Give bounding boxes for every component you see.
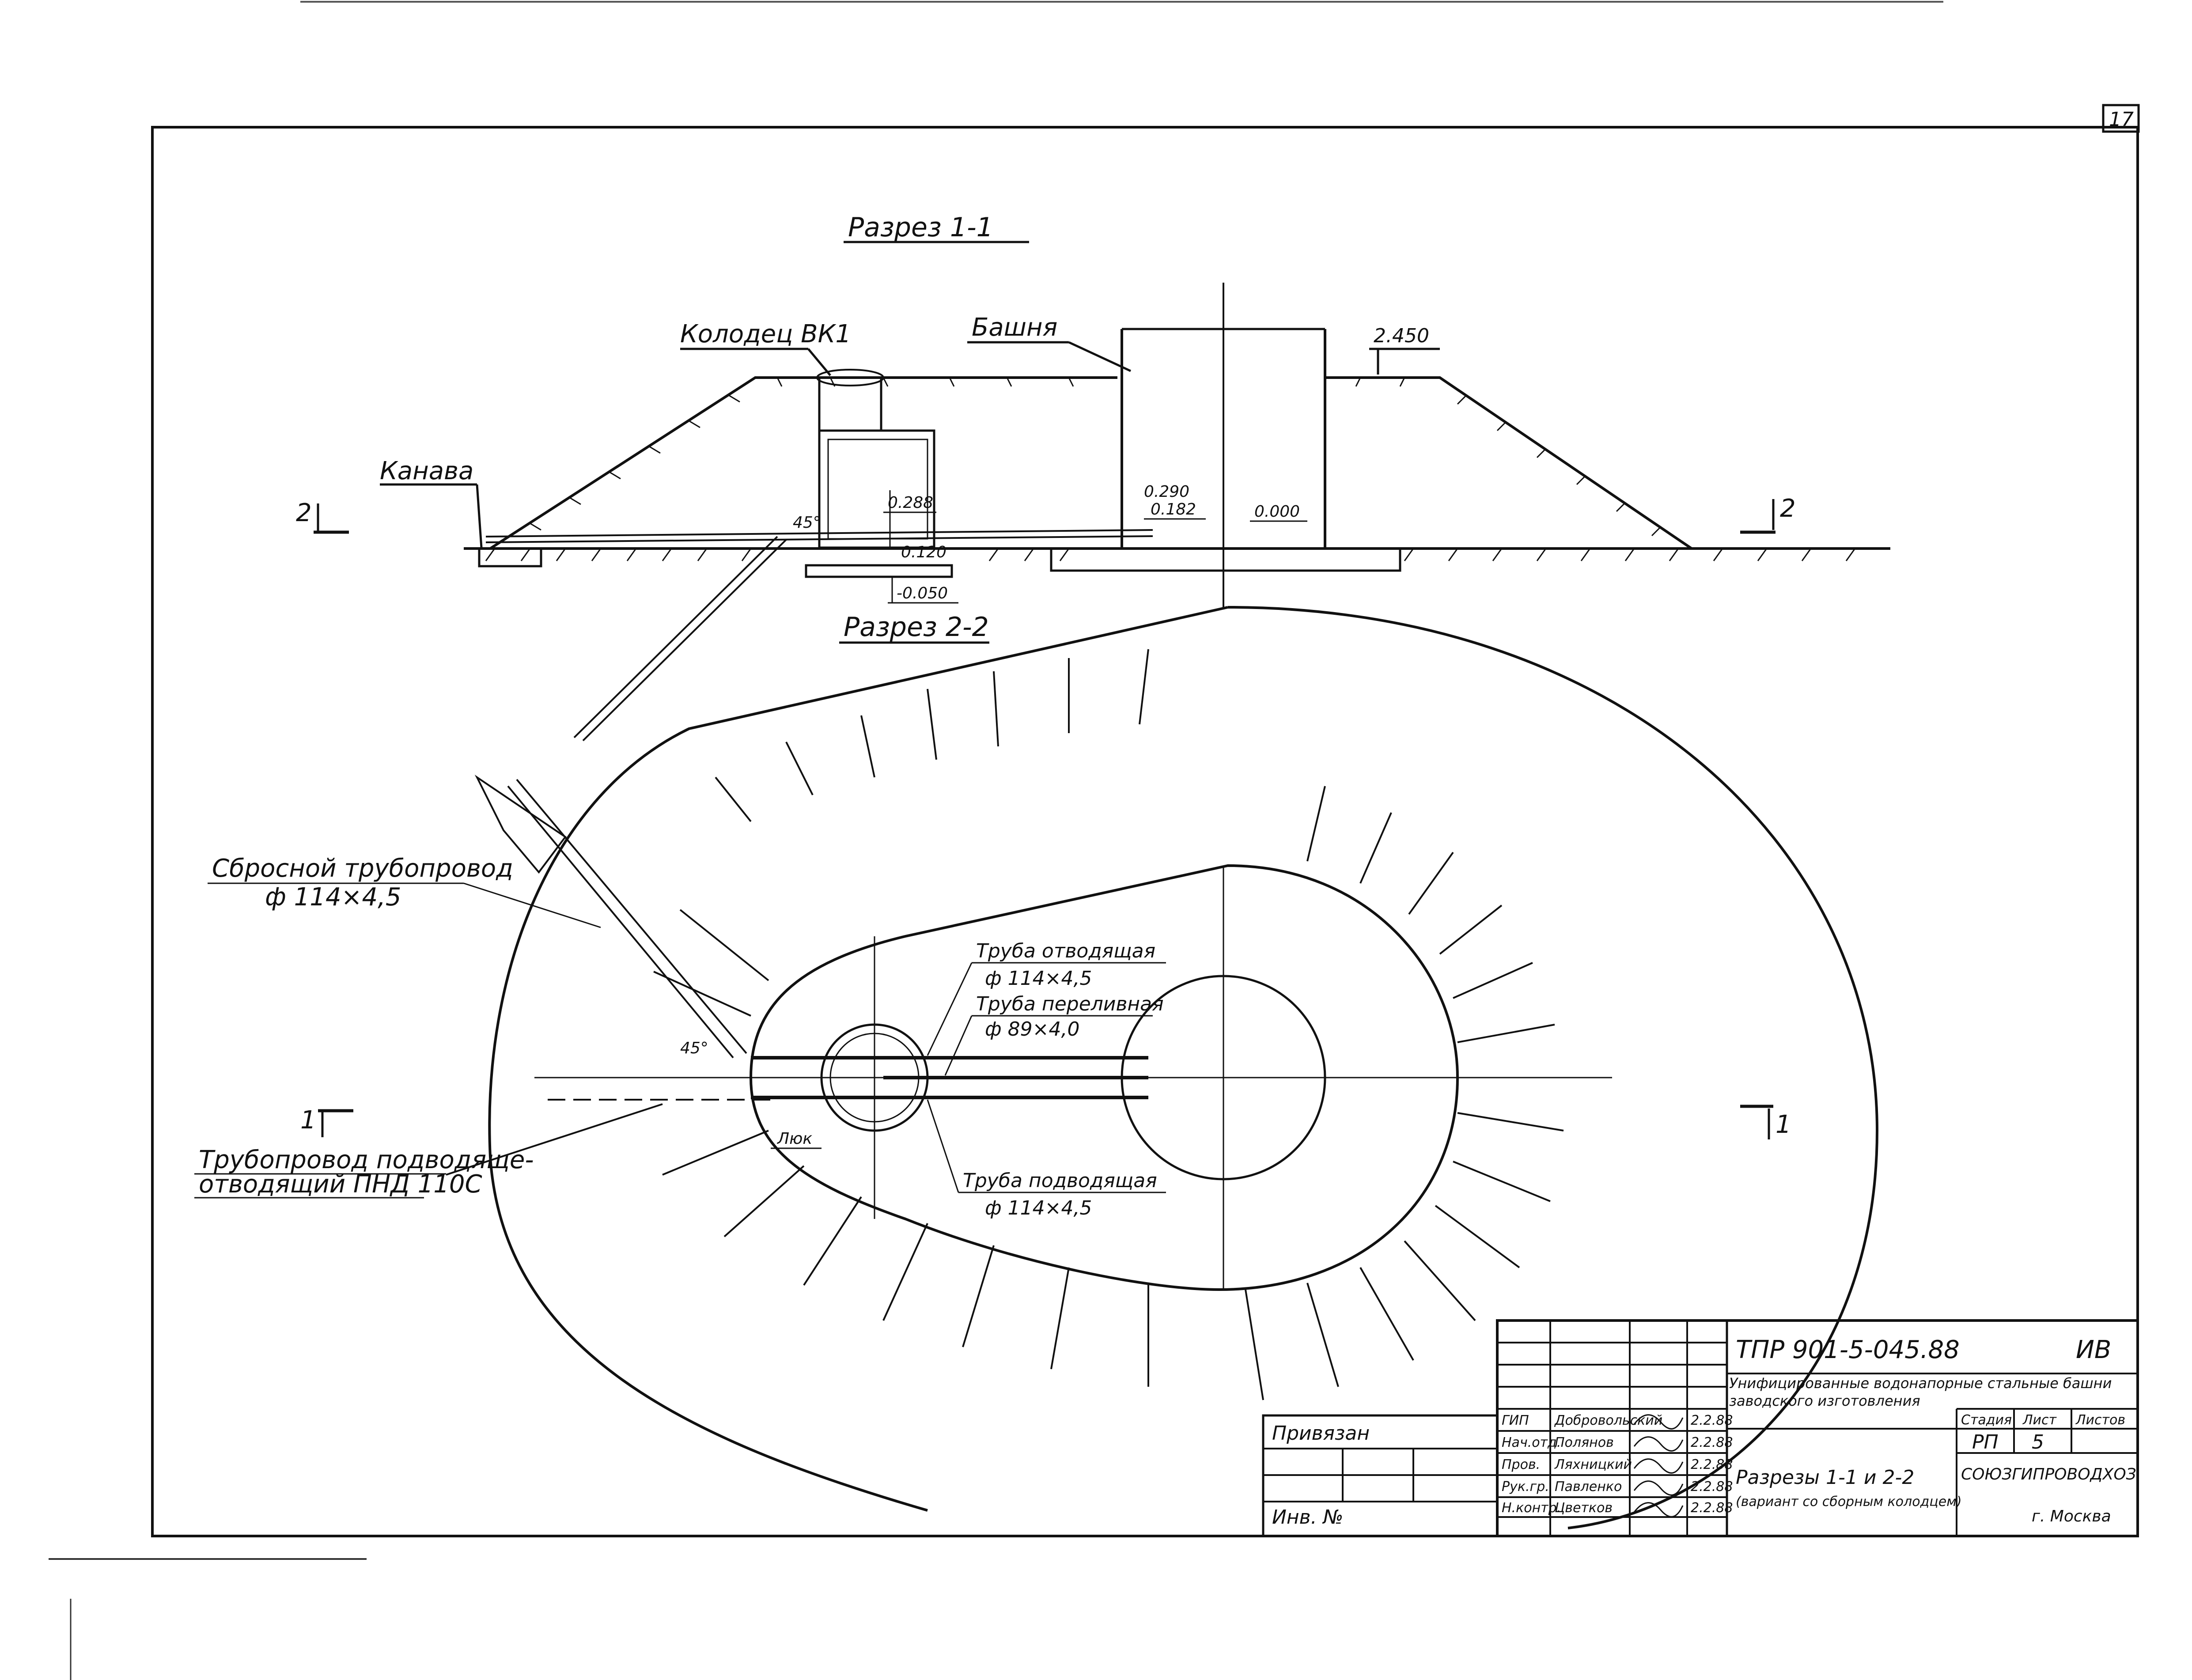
stage-header: Стадия bbox=[1961, 1412, 2012, 1428]
outlet-pipe-leader bbox=[927, 962, 973, 1056]
slope-ticks-plan bbox=[653, 649, 1564, 1400]
name-2: Ляхницкий bbox=[1554, 1457, 1632, 1472]
project-title: Унифицированные водонапорные стальные ба… bbox=[1729, 1375, 2112, 1409]
slope-hatch-left bbox=[530, 377, 1074, 531]
section-1-1: Разрез 1-1 bbox=[296, 212, 1890, 742]
cut-2-left-number: 2 bbox=[296, 499, 312, 527]
inv-label: Инв. № bbox=[1272, 1506, 1343, 1529]
ground-hatch bbox=[485, 548, 1856, 561]
ditch-leader-drop bbox=[476, 484, 483, 548]
well-base-slab bbox=[805, 564, 953, 578]
well-chamber-inner bbox=[827, 439, 928, 540]
name-3: Павленко bbox=[1555, 1479, 1622, 1495]
date-4: 2.2.88 bbox=[1691, 1500, 1733, 1516]
tied-label: Привязан bbox=[1272, 1422, 1370, 1445]
role-1: Нач.отд. bbox=[1502, 1435, 1561, 1450]
sheet-title-2: (вариант со сборным колодцем) bbox=[1736, 1494, 1962, 1510]
cut-1-left-number: 1 bbox=[300, 1106, 316, 1135]
date-3: 2.2.88 bbox=[1691, 1479, 1733, 1495]
discharge-pipe-size: ф 114×4,5 bbox=[265, 883, 401, 912]
overflow-pipe-size: ф 89×4,0 bbox=[985, 1018, 1079, 1041]
ditch-label: Канава bbox=[380, 457, 473, 485]
embankment-left-slope bbox=[489, 376, 1117, 550]
project-title-box: Унифицированные водонапорные стальные ба… bbox=[1729, 1375, 2112, 1409]
name-1: Полянов bbox=[1555, 1435, 1614, 1450]
outlet-pipe-label: Труба отводящая bbox=[976, 940, 1155, 962]
cut-1-right-number: 1 bbox=[1776, 1110, 1791, 1139]
section-1-angle: 45° bbox=[793, 514, 821, 532]
well-chamber bbox=[818, 429, 935, 549]
date-0: 2.2.88 bbox=[1691, 1413, 1733, 1428]
pipe-section-2 bbox=[485, 535, 1153, 543]
embankment-outline bbox=[488, 606, 1879, 1529]
supply-pipeline-label-2: отводящий ПНД 110С bbox=[199, 1170, 482, 1199]
cut-2-right-number: 2 bbox=[1780, 494, 1796, 523]
overflow-pipe-leader bbox=[944, 1015, 973, 1076]
drawing-frame bbox=[151, 126, 2139, 1537]
well-hatch-cover bbox=[816, 369, 884, 386]
elevation-0182: 0.182 bbox=[1151, 500, 1196, 518]
sheet-value: 5 bbox=[2032, 1431, 2044, 1453]
elevation-0290: 0.290 bbox=[1144, 483, 1189, 501]
tower-leader bbox=[1068, 341, 1132, 372]
doc-code: ТПР 901-5-045.88 bbox=[1736, 1336, 1960, 1364]
title-block: Привязан Инв. № ГИП Нач.отд. Пров. Рук.г… bbox=[1262, 1319, 2139, 1537]
embankment-right-slope bbox=[1325, 376, 1692, 550]
role-4: Н.контр. bbox=[1502, 1500, 1561, 1516]
date-1: 2.2.88 bbox=[1691, 1435, 1733, 1450]
sheet-title-1: Разрезы 1-1 и 2-2 bbox=[1736, 1466, 1914, 1489]
role-2: Пров. bbox=[1502, 1457, 1540, 1472]
section-1-title: Разрез 1-1 bbox=[848, 212, 993, 243]
section-2-2: Разрез 2-2 bbox=[194, 606, 1879, 1529]
plan-angle: 45° bbox=[680, 1039, 708, 1057]
pipe-section-1 bbox=[485, 529, 1153, 537]
discharge-pipe-plan-a bbox=[507, 785, 734, 1059]
hatch-label: Люк bbox=[776, 1130, 812, 1148]
elevation-top: 2.450 bbox=[1374, 325, 1429, 347]
doc-suffix: ИВ bbox=[2076, 1336, 2111, 1364]
page-number: 17 bbox=[2109, 108, 2134, 131]
section-2-title: Разрез 2-2 bbox=[844, 612, 989, 643]
elevation-0120: 0.120 bbox=[901, 543, 946, 561]
inlet-pipe-size: ф 114×4,5 bbox=[985, 1197, 1092, 1219]
slope-hatch-right bbox=[1355, 377, 1662, 537]
role-0: ГИП bbox=[1502, 1413, 1529, 1428]
page-number-box bbox=[2102, 104, 2140, 133]
well-label: Колодец ВК1 bbox=[680, 320, 851, 348]
elevation-minus0050: -0.050 bbox=[897, 584, 948, 602]
supply-pipeline-label-1: Трубопровод подводяще- bbox=[199, 1146, 534, 1174]
signatures bbox=[1633, 1414, 1684, 1517]
stage-value: РП bbox=[1972, 1431, 1999, 1453]
inlet-pipe-leader bbox=[927, 1099, 959, 1193]
discharge-pipe-section-b bbox=[582, 539, 787, 742]
elevation-0000: 0.000 bbox=[1254, 503, 1300, 521]
tower-foundation bbox=[1050, 547, 1401, 572]
discharge-pipe-plan-b bbox=[516, 779, 747, 1054]
name-4: Цветков bbox=[1555, 1500, 1613, 1516]
inlet-pipe-label: Труба подводящая bbox=[963, 1169, 1157, 1192]
discharge-outlet-apron bbox=[474, 775, 567, 874]
overflow-pipe-label: Труба переливная bbox=[976, 993, 1164, 1015]
outlet-pipe-size: ф 114×4,5 bbox=[985, 967, 1092, 990]
tower-label: Башня bbox=[972, 313, 1057, 342]
date-2: 2.2.88 bbox=[1691, 1457, 1733, 1472]
role-3: Рук.гр. bbox=[1502, 1479, 1549, 1495]
sheet-header: Лист bbox=[2022, 1412, 2057, 1428]
discharge-pipe-label: Сбросной трубопровод bbox=[212, 854, 513, 883]
ditch bbox=[478, 547, 542, 568]
well-leader bbox=[807, 348, 831, 376]
org-city: г. Москва bbox=[2032, 1507, 2111, 1525]
discharge-pipe-leader bbox=[463, 882, 601, 928]
sheets-header: Листов bbox=[2075, 1412, 2125, 1428]
org-name: СОЮЗГИПРОВОДХОЗ bbox=[1961, 1465, 2136, 1483]
elevation-0288: 0.288 bbox=[888, 494, 933, 512]
inner-pad-outline bbox=[749, 864, 1459, 1291]
discharge-pipe-section-a bbox=[573, 536, 778, 738]
supply-pipeline-leader bbox=[446, 1103, 663, 1176]
